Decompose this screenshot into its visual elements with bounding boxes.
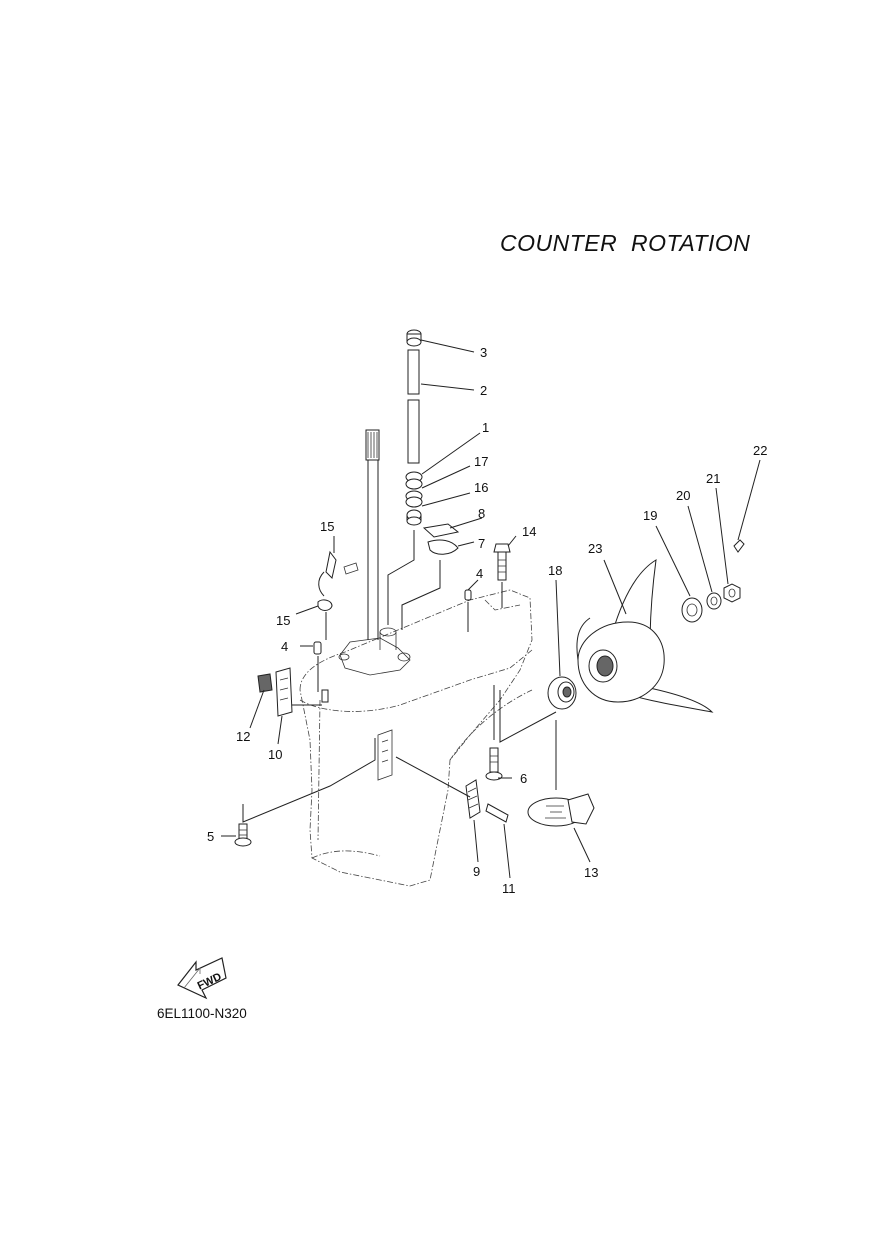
- thrust-bush-18: [547, 676, 577, 710]
- propeller-23: [576, 559, 714, 713]
- callout-15-bottom: 15: [276, 613, 290, 628]
- seals: [401, 523, 460, 630]
- callout-12: 12: [236, 729, 250, 744]
- callout-18: 18: [548, 563, 562, 578]
- water-tube-assembly: [387, 329, 423, 625]
- diagram-code: 6EL1100-N320: [157, 1006, 247, 1021]
- callout-13: 13: [584, 865, 598, 880]
- callout-6: 6: [520, 771, 527, 786]
- callout-11: 11: [502, 881, 516, 896]
- callout-22: 22: [753, 443, 767, 458]
- propeller-hardware: [681, 539, 745, 623]
- callout-23: 23: [588, 541, 602, 556]
- fwd-arrow-icon: FWD: [177, 957, 227, 1000]
- callout-10: 10: [268, 747, 282, 762]
- callout-15-top: 15: [320, 519, 334, 534]
- callout-1: 1: [482, 420, 489, 435]
- drive-shaft: [365, 429, 380, 640]
- callout-14: 14: [522, 524, 536, 539]
- callout-4-left: 4: [281, 639, 288, 654]
- dowel-pins: [313, 589, 472, 692]
- callout-19: 19: [643, 508, 657, 523]
- callout-4-right: 4: [476, 566, 483, 581]
- callout-21: 21: [706, 471, 720, 486]
- bolt-6: [485, 685, 503, 781]
- parts-9-11: [395, 756, 509, 823]
- bolt-5: [234, 738, 376, 847]
- diagram-title: COUNTER ROTATION: [500, 230, 751, 256]
- callout-3: 3: [480, 345, 487, 360]
- callout-5: 5: [207, 829, 214, 844]
- anode-plate-13: [499, 690, 595, 827]
- callout-17: 17: [474, 454, 488, 469]
- parts-12-10: [257, 667, 329, 717]
- callout-9: 9: [473, 864, 480, 879]
- callout-7: 7: [478, 536, 485, 551]
- hose-and-clamps: [317, 550, 359, 640]
- callout-leaders: [221, 339, 761, 879]
- callout-20: 20: [676, 488, 690, 503]
- callout-2: 2: [480, 383, 487, 398]
- callout-16: 16: [474, 480, 488, 495]
- lower-case-housing: [299, 589, 533, 887]
- callout-labels: 3 2 1 17 16 8 7 14 4 15 15 4 18 23 19 20…: [207, 345, 767, 896]
- callout-8: 8: [478, 506, 485, 521]
- bolt-14: [493, 543, 511, 608]
